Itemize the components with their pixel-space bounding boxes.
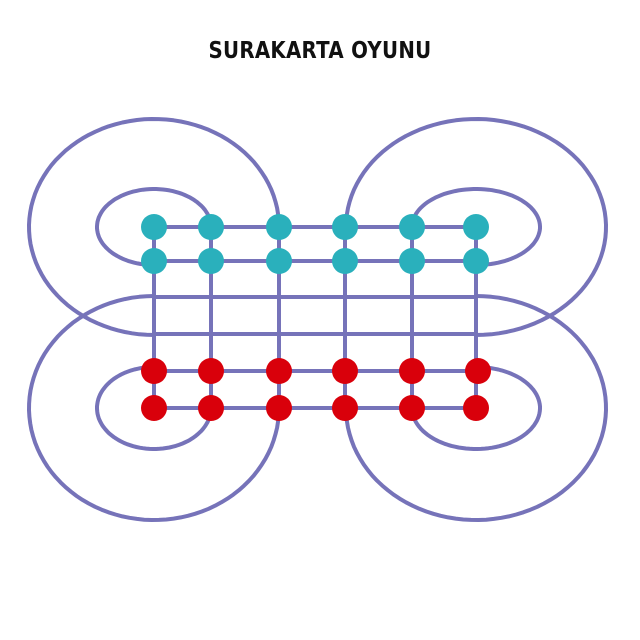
track-loop-top-right-outer xyxy=(344,117,608,337)
piece-bottom xyxy=(399,395,425,421)
track-loop-bottom-left-inner xyxy=(95,365,213,451)
piece-bottom xyxy=(141,358,167,384)
track-loop-bottom-left-outer xyxy=(27,294,281,522)
piece-bottom xyxy=(141,395,167,421)
piece-top xyxy=(332,214,358,240)
piece-bottom xyxy=(266,395,292,421)
piece-bottom xyxy=(465,358,491,384)
piece-top xyxy=(332,248,358,274)
board-tracks xyxy=(27,117,608,522)
piece-top xyxy=(463,214,489,240)
piece-bottom xyxy=(332,395,358,421)
track-loop-top-left-outer xyxy=(27,117,281,337)
piece-top xyxy=(266,248,292,274)
piece-bottom xyxy=(463,395,489,421)
piece-top xyxy=(399,248,425,274)
piece-bottom xyxy=(266,358,292,384)
track-loop-top-right-inner xyxy=(410,187,542,267)
board-pieces xyxy=(141,214,491,421)
piece-top xyxy=(141,248,167,274)
piece-top xyxy=(198,214,224,240)
piece-bottom xyxy=(332,358,358,384)
piece-top xyxy=(463,248,489,274)
piece-top xyxy=(141,214,167,240)
track-loop-bottom-right-outer xyxy=(344,294,608,522)
piece-bottom xyxy=(198,395,224,421)
track-loop-top-left-inner xyxy=(95,187,213,267)
piece-top xyxy=(266,214,292,240)
page-title: SURAKARTA OYUNU xyxy=(208,38,432,64)
piece-top xyxy=(399,214,425,240)
piece-bottom xyxy=(198,358,224,384)
track-loop-bottom-right-inner xyxy=(410,365,542,451)
piece-bottom xyxy=(399,358,425,384)
piece-top xyxy=(198,248,224,274)
